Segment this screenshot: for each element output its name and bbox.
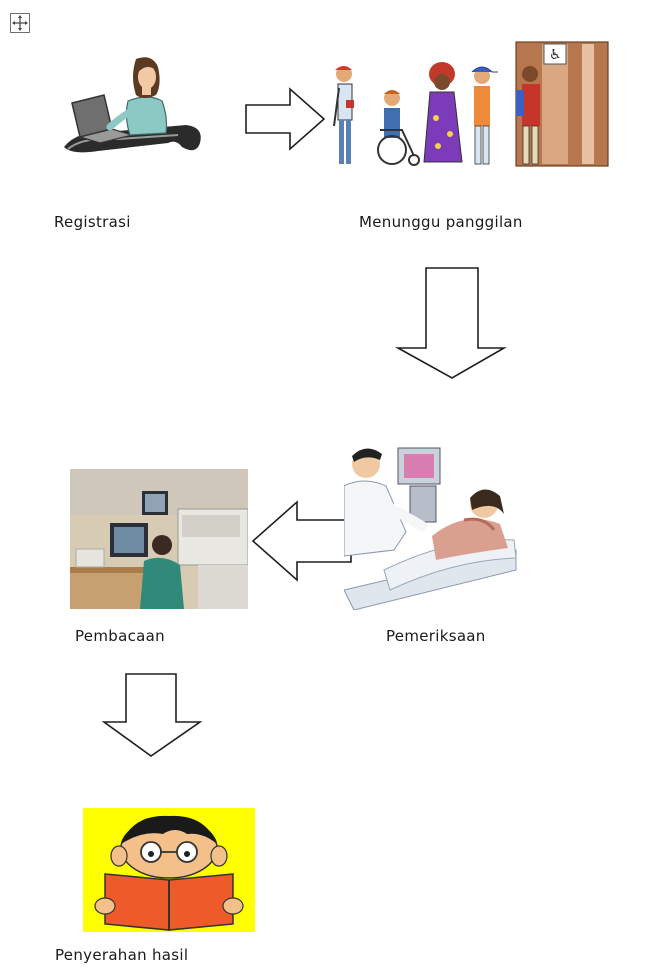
pemeriksaan-image <box>344 440 518 610</box>
penyerahan-image <box>83 808 255 932</box>
registrasi-image <box>58 55 208 170</box>
table-move-handle[interactable] <box>10 13 30 33</box>
label-pemeriksaan: Pemeriksaan <box>386 627 486 645</box>
arrow-right-1 <box>244 85 328 153</box>
pembacaan-image <box>70 469 248 609</box>
arrow-down-1 <box>394 264 510 382</box>
label-pembacaan: Pembacaan <box>75 627 165 645</box>
label-registrasi: Registrasi <box>54 213 131 231</box>
menunggu-image: ♿ <box>330 38 610 170</box>
arrow-left-1 <box>249 498 353 584</box>
svg-text:♿: ♿ <box>549 47 562 63</box>
label-penyerahan-hasil: Penyerahan hasil <box>55 946 189 964</box>
move-icon <box>12 15 28 31</box>
arrow-down-2 <box>100 670 204 760</box>
label-menunggu-panggilan: Menunggu panggilan <box>359 213 523 231</box>
